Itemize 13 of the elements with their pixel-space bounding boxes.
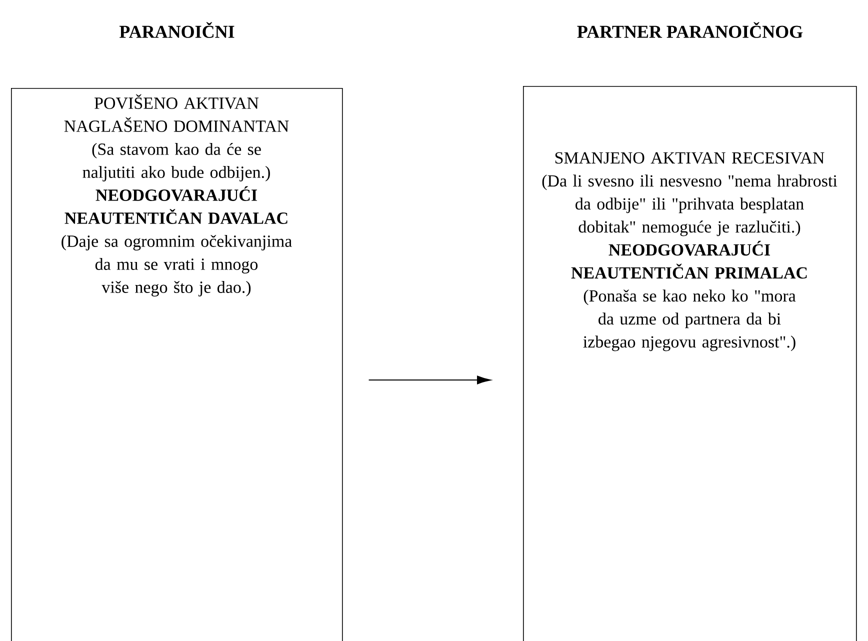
node-label: (Ponaša se kao neko ko "mora da uzme od partnera da bi izbegao njegovu agresivnost".) — [583, 290, 796, 352]
box-text: POVIŠENO AKTIVAN NAGLAŠENO DOMINANTAN (Sa stavom kao da će se naljutiti ako bude odbijen.) NEODGOVARAJUĆI NEAUTENTIČAN DAVALAC (Daje sa ogromnim očekivanjima da mu se vrati i mnogo više nego što je dao.) — [62, 94, 292, 296]
box-text: SMANJENO AKTIVAN RECESIVAN (Da li svesno ili nesvesno "nema hrabrosti da odbije" ili "prihvata besplatan dobitak" nemoguće je razlučiti.) NEODGOVARAJUĆI NEAUTENTIČAN PRIMALAC (Ponaša se kao neko ko "mora da uzme od partnera da bi izbegao njegovu agresivnost".) — [542, 152, 838, 352]
node-label: NEODGOVARAJUĆI NEAUTENTIČAN PRIMALAC — [571, 240, 807, 279]
heading: PARTNER PARANOIČNOG — [577, 22, 803, 38]
node-label: NEODGOVARAJUĆI NEAUTENTIČAN DAVALAC — [64, 186, 288, 224]
heading: PARANOIČNI — [119, 22, 234, 38]
node-label: POVIŠENO AKTIVAN NAGLAŠENO DOMINANTAN — [64, 94, 289, 132]
node-label: (Daje sa ogromnim očekivanjima da mu se vrati i mnogo više nego što je dao.) — [62, 234, 292, 296]
arrow — [368, 376, 491, 384]
node-label: SMANJENO AKTIVAN RECESIVAN — [555, 152, 824, 164]
node-label: (Da li svesno ili nesvesno "nema hrabrosti da odbije" ili "prihvata besplatan dobitak" nemoguće je razlučiti.) — [542, 174, 838, 236]
node-label: (Sa stavom kao da će se naljutiti ako bude odbijen.) — [82, 142, 270, 182]
